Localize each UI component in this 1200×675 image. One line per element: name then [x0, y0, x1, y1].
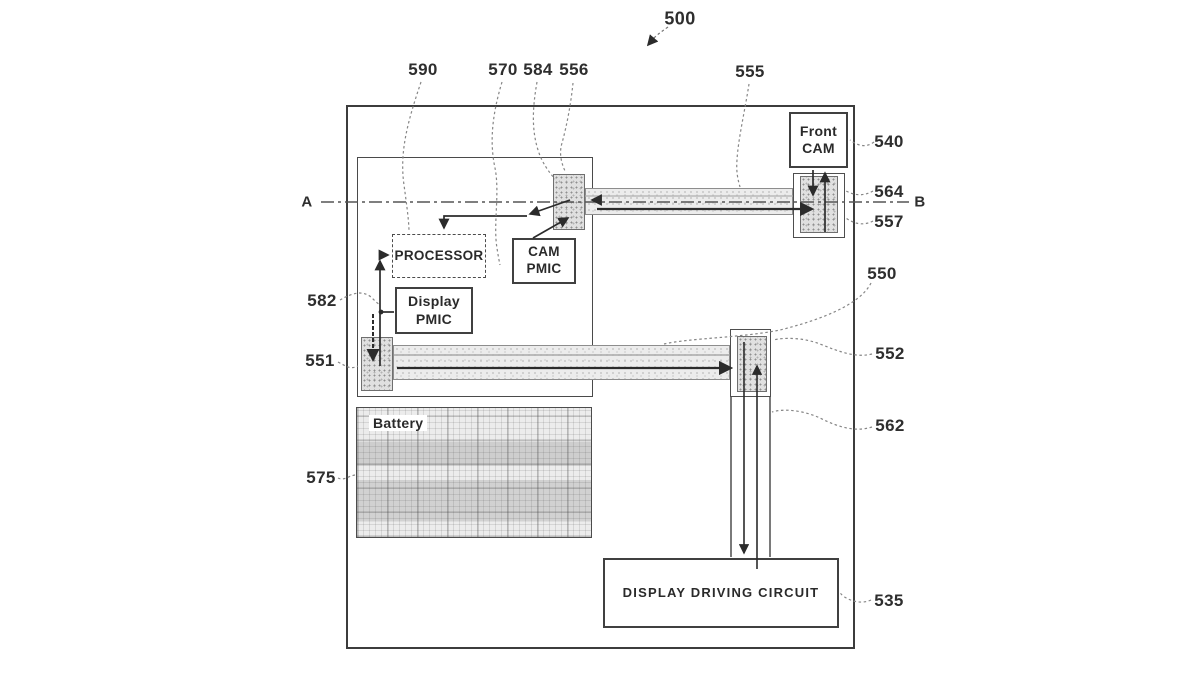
camera-cable: [585, 188, 793, 215]
display-driving-circuit-label: DISPLAY DRIVING CIRCUIT: [622, 584, 820, 600]
front-cam-label-2: CAM: [802, 140, 835, 156]
display-board-connector: [361, 337, 393, 391]
section-marker-a: A: [301, 193, 313, 211]
ref-label-562: 562: [875, 416, 905, 435]
cam-connector: [553, 174, 585, 230]
ref-label-575: 575: [306, 468, 336, 487]
display-corner-connector-inner: [737, 336, 767, 392]
cam-pmic-box: CAM PMIC: [512, 238, 576, 284]
battery-label: Battery: [369, 415, 428, 431]
processor-box: PROCESSOR: [392, 234, 486, 278]
battery-box: Battery: [356, 407, 592, 538]
ref-label-570: 570: [488, 60, 518, 79]
ref-label-552: 552: [875, 344, 905, 363]
section-marker-b: B: [914, 193, 926, 211]
processor-label: PROCESSOR: [394, 247, 484, 263]
ref-label-590: 590: [408, 60, 438, 79]
display-pmic-box: Display PMIC: [395, 287, 473, 334]
front-cam-connector-inner: [800, 176, 838, 233]
ref-label-564: 564: [874, 182, 904, 201]
ref-label-500: 500: [664, 8, 696, 29]
fig-number-arrow: [646, 34, 659, 47]
ref-label-557: 557: [874, 212, 904, 231]
ref-label-551: 551: [305, 351, 335, 370]
ref-label-550: 550: [867, 264, 897, 283]
device-outline: [346, 105, 855, 649]
display-driving-circuit-box: DISPLAY DRIVING CIRCUIT: [603, 558, 839, 628]
cam-pmic-label-1: CAM: [528, 244, 560, 260]
front-cam-box: Front CAM: [789, 112, 848, 168]
display-cable: [393, 345, 730, 380]
ref-label-582: 582: [307, 291, 337, 310]
cam-pmic-label-2: PMIC: [526, 261, 562, 276]
display-pmic-label-1: Display: [408, 293, 460, 309]
circuit-board-outline: [357, 157, 593, 397]
ref-label-535: 535: [874, 591, 904, 610]
display-pmic-label-2: PMIC: [415, 310, 453, 327]
ref-label-540: 540: [874, 132, 904, 151]
front-cam-label-1: Front: [799, 122, 838, 139]
ref-label-556: 556: [559, 60, 589, 79]
ref-label-584: 584: [523, 60, 553, 79]
ref-label-555: 555: [735, 62, 765, 81]
